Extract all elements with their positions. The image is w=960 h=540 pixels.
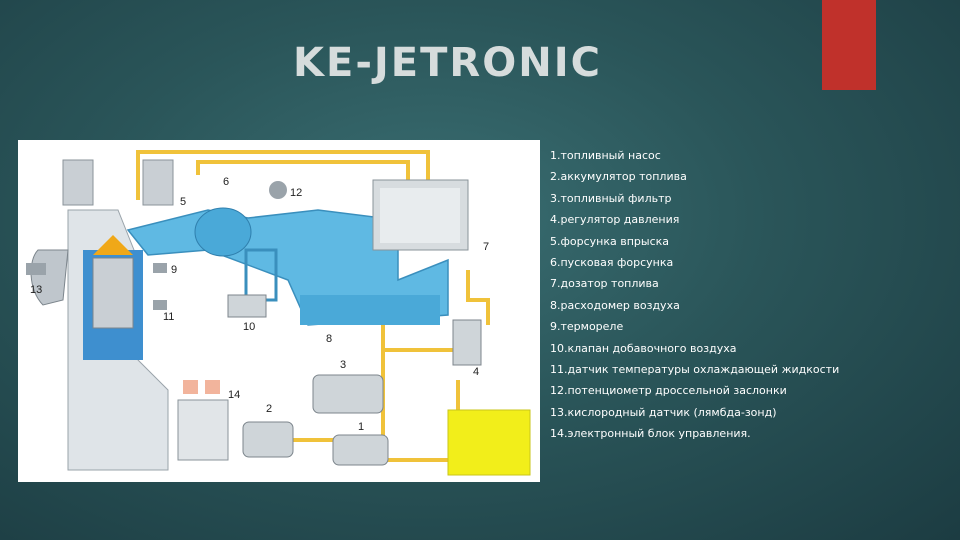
slide-title: KE-JETRONIC [293,40,602,86]
diagram-svg: 1 2 3 4 5 6 7 8 9 10 11 12 13 14 [18,140,540,482]
aux-air-valve [228,295,266,317]
legend-item: 4.регулятор давления [550,209,955,230]
distributor-face [380,188,460,243]
label-7: 7 [483,241,489,253]
valve-cover-left [63,160,93,205]
label-9: 9 [171,264,177,276]
label-13: 13 [30,284,42,296]
label-10: 10 [243,321,255,333]
legend-item: 12.потенциометр дроссельной заслонки [550,380,955,401]
lambda-sensor [26,263,46,275]
legend-item: 9.термореле [550,316,955,337]
relay-a [183,380,198,394]
legend-item: 10.клапан добавочного воздуха [550,338,955,359]
legend-item: 6.пусковая форсунка [550,252,955,273]
pressure-regulator [453,320,481,365]
legend-item: 5.форсунка впрыска [550,231,955,252]
component-legend: 1.топливный насос 2.аккумулятор топлива … [550,145,955,444]
air-flow-plate [300,295,440,325]
legend-item: 7.дозатор топлива [550,273,955,294]
label-4: 4 [473,366,479,378]
valve-cover-right [143,160,173,205]
accent-bar [822,0,876,90]
fuel-accumulator [243,422,293,457]
legend-item: 1.топливный насос [550,145,955,166]
throttle-potentiometer [269,181,287,199]
label-5: 5 [180,196,186,208]
label-2: 2 [266,403,272,415]
legend-item: 11.датчик температуры охлаждающей жидкос… [550,359,955,380]
coolant-sensor [153,300,167,310]
label-6: 6 [223,176,229,188]
exhaust-manifold [31,250,68,305]
legend-item: 13.кислородный датчик (лямбда-зонд) [550,402,955,423]
thermo-switch [153,263,167,273]
fuel-pump [333,435,388,465]
fuel-filter [313,375,383,413]
ecu-unit [178,400,228,460]
legend-item: 8.расходомер воздуха [550,295,955,316]
relay-b [205,380,220,394]
label-3: 3 [340,359,346,371]
fuel-tank [448,410,530,475]
label-11: 11 [163,311,174,323]
throttle-body [195,208,251,256]
legend-item: 14.электронный блок управления. [550,423,955,444]
label-8: 8 [326,333,332,345]
label-1: 1 [358,421,364,433]
piston [93,258,133,328]
label-14: 14 [228,389,240,401]
label-12: 12 [290,187,302,199]
legend-item: 2.аккумулятор топлива [550,166,955,187]
ke-jetronic-diagram: 1 2 3 4 5 6 7 8 9 10 11 12 13 14 [18,140,540,482]
legend-item: 3.топливный фильтр [550,188,955,209]
